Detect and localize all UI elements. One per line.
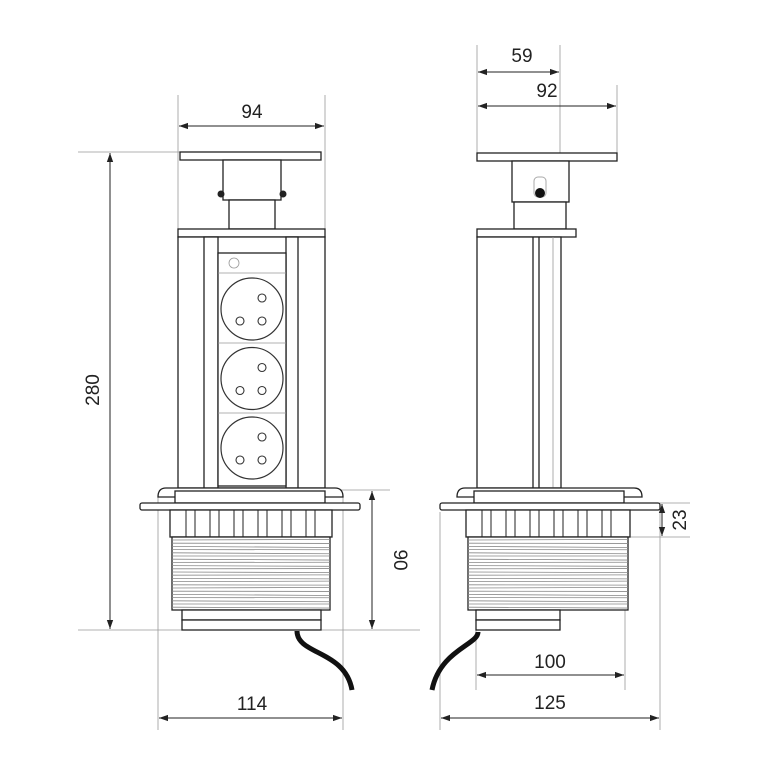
top-cap-side xyxy=(476,152,618,162)
mounting-flange-side xyxy=(439,502,661,511)
dim-label-94: 94 xyxy=(241,102,263,123)
socket-panel xyxy=(217,252,287,487)
latch-knob-right xyxy=(279,190,287,198)
neck-side xyxy=(513,201,567,230)
socket-outlet-icon xyxy=(220,277,284,341)
dim-label-114: 114 xyxy=(237,694,268,715)
dim-label-280: 280 xyxy=(83,374,104,406)
socket-pin-hole xyxy=(235,455,245,465)
column-rail-left xyxy=(203,236,219,489)
release-button-icon xyxy=(535,188,545,198)
dim-label-92: 92 xyxy=(536,81,557,102)
threaded-sleeve-side xyxy=(467,536,629,611)
latch-knob-left xyxy=(217,190,225,198)
socket-pin-hole xyxy=(257,385,267,396)
dim-label-100: 100 xyxy=(534,652,566,673)
front-view: 94 280 90 114 xyxy=(78,95,420,730)
mounting-flange xyxy=(139,502,361,511)
top-cap xyxy=(179,151,322,161)
bottom-block xyxy=(181,609,322,621)
socket-pin-hole xyxy=(235,385,245,396)
socket-pin-hole xyxy=(257,293,267,303)
thread-lines-side xyxy=(467,539,629,609)
locking-nut xyxy=(169,509,333,538)
socket-pin-hole xyxy=(257,316,267,326)
dim-label-59: 59 xyxy=(511,46,532,67)
socket-outlet-icon xyxy=(220,346,284,411)
socket-outlet-icon xyxy=(220,416,284,480)
socket-pin-hole xyxy=(257,362,267,373)
sockets xyxy=(220,277,284,480)
dim-label-125: 125 xyxy=(534,693,566,714)
nut-ribs xyxy=(185,510,316,537)
bottom-block-side xyxy=(475,609,561,621)
front-extension-lines xyxy=(78,95,420,730)
socket-pin-hole xyxy=(235,316,245,326)
power-cable xyxy=(294,630,355,691)
locking-nut-side xyxy=(465,509,631,538)
socket-pin-hole xyxy=(257,455,267,465)
thread-lines xyxy=(171,539,331,609)
led-indicator-icon xyxy=(228,257,240,269)
collar-side xyxy=(473,490,625,504)
head-box xyxy=(222,159,282,201)
dim-label-23: 23 xyxy=(670,509,691,530)
collar xyxy=(174,490,326,504)
column-top-plate xyxy=(177,228,326,238)
column-top-plate-side xyxy=(476,228,577,238)
nut-ribs-side xyxy=(481,510,612,537)
threaded-sleeve xyxy=(171,536,331,611)
power-cable-side xyxy=(429,631,481,691)
neck xyxy=(228,199,276,230)
side-extension-lines xyxy=(439,45,690,730)
bottom-plate-side xyxy=(475,619,561,631)
column-body-side xyxy=(476,236,562,489)
socket-pin-hole xyxy=(257,432,267,442)
side-view: 59 92 23 100 125 xyxy=(429,45,691,730)
dim-label-90: 90 xyxy=(389,549,410,570)
column-rail-right xyxy=(285,236,299,489)
bottom-plate xyxy=(181,619,322,631)
